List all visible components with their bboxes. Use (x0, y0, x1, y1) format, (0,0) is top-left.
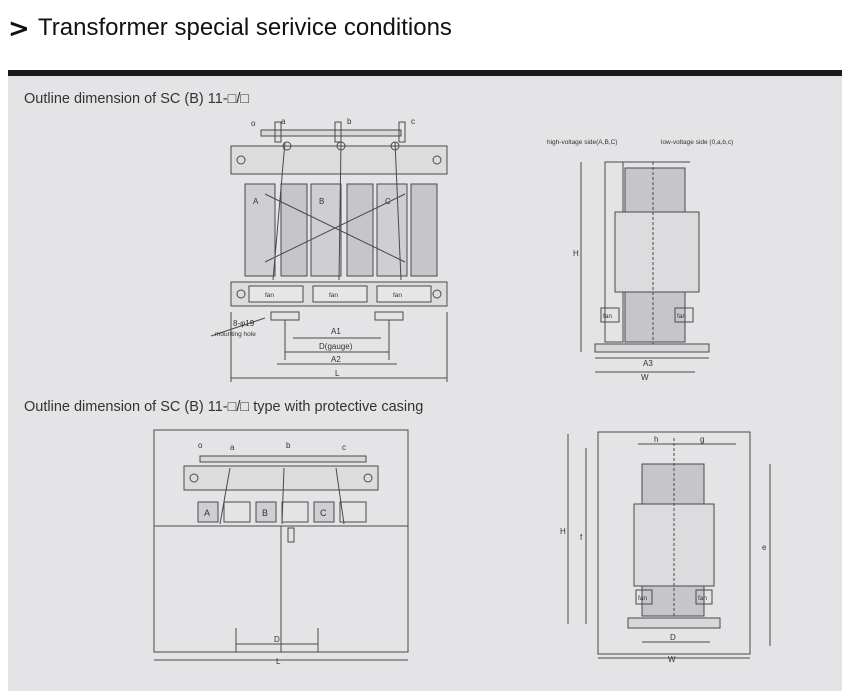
dim-f: f (580, 533, 583, 542)
fan-label: fan (393, 292, 402, 299)
dim-d: D (670, 633, 676, 642)
page-header: > Transformer special serivice condition… (0, 0, 850, 72)
phase-a: A (204, 508, 210, 518)
fan-label: fan (265, 292, 274, 299)
phase-b: B (262, 508, 268, 518)
terminal-a: a (230, 443, 235, 452)
dim-a1: A1 (331, 327, 341, 336)
drawing-front-view: o a b c A B C fan fan fan 8-φ19 mounting… (210, 117, 448, 382)
caption-outline-dimension-casing: Outline dimension of SC (B) 11-□/□ type … (24, 399, 424, 415)
dim-w: W (641, 373, 649, 382)
hv-side-label: high-voltage side(A,B,C) (547, 139, 617, 146)
hole-sublabel: mounting hole (215, 331, 256, 338)
page-title: Transformer special serivice conditions (38, 14, 452, 41)
dim-d: D (274, 635, 280, 644)
terminal-o: o (251, 119, 256, 128)
fan-label: fan (638, 595, 647, 602)
terminal-b: b (347, 117, 352, 126)
terminal-c: c (342, 443, 346, 452)
dim-height: H (573, 249, 579, 258)
phase-c: C (385, 197, 391, 206)
lv-side-label: low-voltage side (0,a,b,c) (661, 139, 733, 146)
dim-d-gauge: D(gauge) (319, 342, 353, 351)
dim-a2: A2 (331, 355, 341, 364)
terminal-o: o (198, 441, 203, 450)
fan-label: fan (329, 292, 338, 299)
terminal-a: a (281, 117, 286, 126)
terminal-b: b (286, 441, 291, 450)
fan-label: fan (603, 313, 612, 320)
dim-height: H (560, 527, 566, 536)
fan-label: fan (677, 313, 686, 320)
dim-w: W (668, 655, 676, 664)
drawing-side-view: high-voltage side(A,B,C) low-voltage sid… (547, 139, 733, 382)
terminal-c: c (411, 117, 415, 126)
drawing-side-view-casing: h g H f e fan fan D W (560, 431, 771, 664)
phase-a: A (253, 197, 259, 206)
hole-label: 8-φ19 (233, 319, 255, 328)
caption-outline-dimension: Outline dimension of SC (B) 11-□/□ (24, 91, 250, 107)
chevron-right-icon: > (8, 14, 30, 44)
dim-h-top: h (654, 435, 658, 444)
dim-e: e (762, 543, 767, 552)
dim-l: L (276, 657, 281, 666)
phase-c: C (320, 508, 327, 518)
dim-a3: A3 (643, 359, 653, 368)
phase-b: B (319, 197, 324, 206)
dim-g-top: g (700, 435, 704, 444)
drawing-front-view-casing: o a b c A B C D L (153, 429, 409, 666)
dim-l: L (335, 369, 340, 378)
header-divider (8, 70, 842, 76)
fan-label: fan (698, 595, 707, 602)
